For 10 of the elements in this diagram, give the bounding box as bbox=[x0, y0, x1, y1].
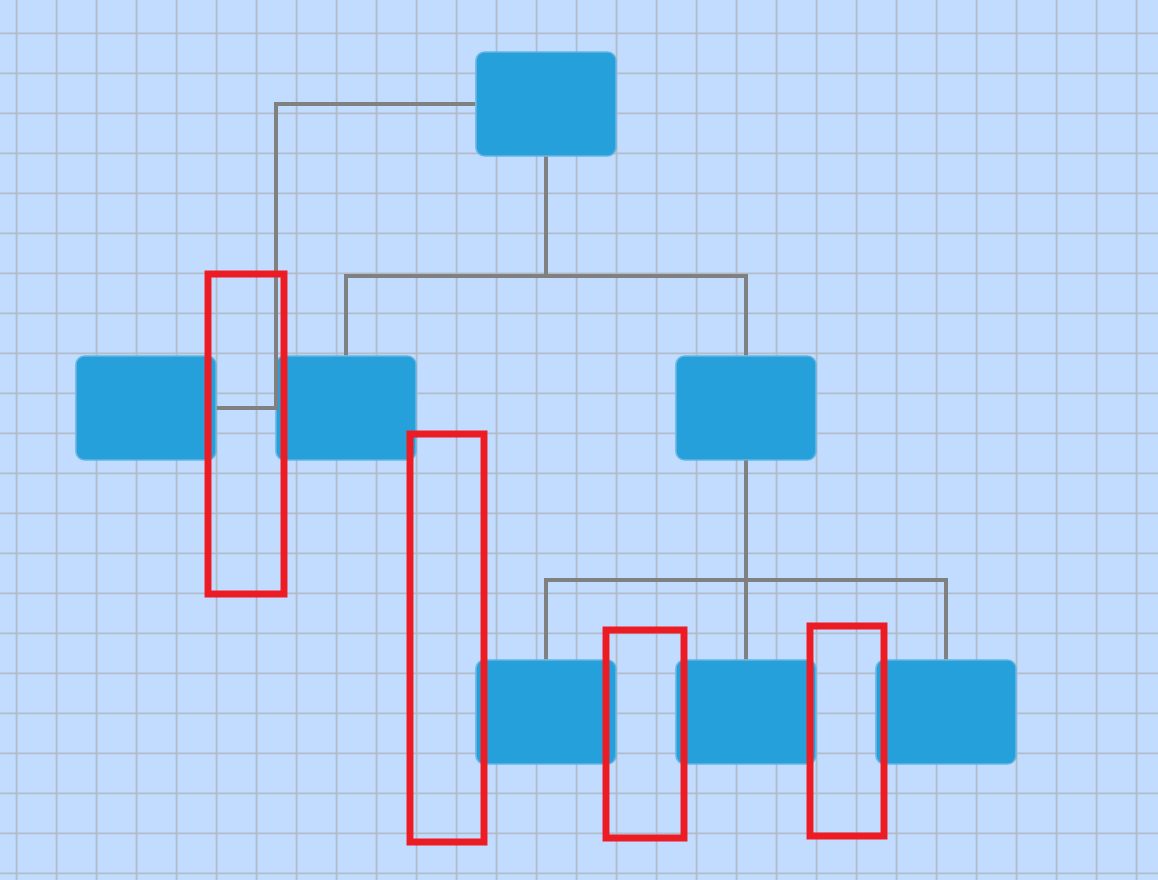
rounded-box bbox=[675, 659, 817, 765]
connector-line bbox=[216, 102, 476, 410]
rounded-box bbox=[475, 51, 617, 157]
rounded-box bbox=[275, 355, 417, 461]
rounded-box bbox=[675, 355, 817, 461]
connector-line bbox=[544, 156, 748, 356]
rounded-box bbox=[475, 659, 617, 765]
connector-line bbox=[744, 460, 948, 660]
rounded-box bbox=[75, 355, 217, 461]
rounded-box bbox=[875, 659, 1017, 765]
